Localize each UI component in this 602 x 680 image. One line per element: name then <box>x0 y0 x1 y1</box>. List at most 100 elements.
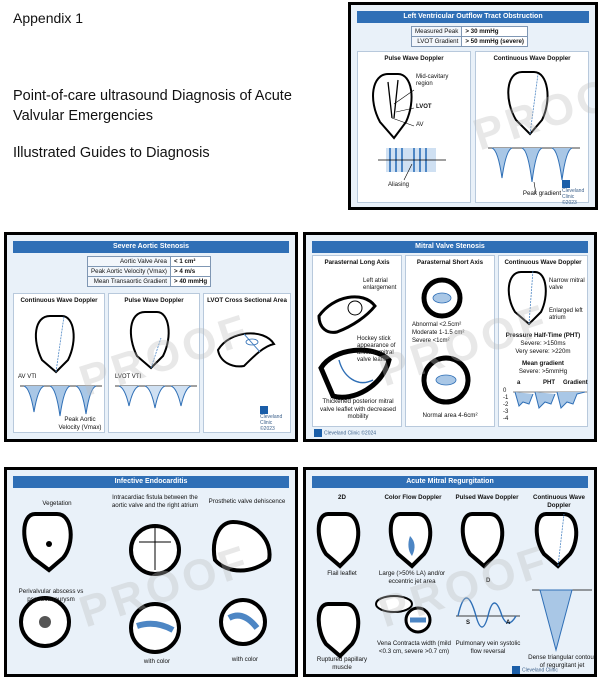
ruptured-papillary-label: Ruptured papillary muscle <box>316 656 368 671</box>
as-row-key: Mean Transaortic Gradient <box>87 276 171 287</box>
pht-title: Pressure Half-Time (PHT) <box>505 332 581 339</box>
as-row-key: Aortic Valve Area <box>87 256 171 267</box>
as-cwd-cell: Continuous Wave Doppler AV VTI Peak Aort… <box>13 293 105 433</box>
with-color-label: with color <box>143 658 171 665</box>
lvot-cross-section-icon <box>216 332 276 368</box>
thickened-leaflet-label: Thickened posterior mitral valve leaflet… <box>319 398 396 420</box>
document-heading: Point-of-care ultrasound Diagnosis of Ac… <box>13 88 292 124</box>
trace-label: Gradient <box>563 380 588 386</box>
lvoto-label: LVOT <box>416 104 432 110</box>
dehiscence-label: Prosthetic valve dehiscence <box>208 498 286 505</box>
plax-diagram-icon <box>317 295 392 400</box>
pv-reversal-label: Pulmonary vein systolic flow reversal <box>455 640 521 655</box>
enlarged-la-label: Enlarged left atrium <box>549 308 583 321</box>
as-pwd-cell: Pulse Wave Doppler LVOT VTI <box>108 293 200 433</box>
lvoto-label: AV <box>416 122 424 128</box>
as-row-value: > 40 mmHg <box>169 276 212 287</box>
dense-triangular-label: Dense triangular contour of regurgitant … <box>528 654 596 669</box>
ms-psax-title: Parasternal Short Axis <box>416 259 484 266</box>
mitral-regurgitation-diagrams-icon <box>316 512 592 659</box>
trace-label: PHT <box>543 380 555 386</box>
lvoto-row-value: > 30 mmHg <box>461 26 528 37</box>
mitral-regurgitation-panel: Acute Mitral Regurgitation 2D Color Flow… <box>303 467 597 677</box>
trace-label: a <box>517 380 521 386</box>
ms-grade: Abnormal <2.5cm² <box>412 322 462 328</box>
lvoto-cwd-cell: Continuous Wave Doppler Peak gradient Cl… <box>475 51 589 206</box>
heart-diagram-icon <box>488 71 580 195</box>
mitral-stenosis-panel: Mitral Valve Stenosis Parasternal Long A… <box>303 232 597 442</box>
ms-cwd-cell: Continuous Wave Doppler Narrow mitral va… <box>498 255 588 427</box>
jet-area-label: Large (>50% LA) and/or eccentric jet are… <box>378 570 446 585</box>
ms-grade: Moderate 1-1.5 cm² <box>412 330 465 336</box>
aliasing-label: Aliasing <box>388 182 410 188</box>
ms-plax-title: Parasternal Long Axis <box>324 259 390 266</box>
ms-plax-cell: Parasternal Long Axis Left atrial enlarg… <box>312 255 402 427</box>
lvoto-title: Left Ventricular Outflow Tract Obstructi… <box>357 11 589 23</box>
ms-cwd-title: Continuous Wave Doppler <box>504 259 582 266</box>
wave-label-a: A <box>506 620 511 626</box>
lvoto-pwd-cell: Pulse Wave Doppler Mid-cavitary region L… <box>357 51 471 203</box>
lvoto-label: Mid-cavitary region <box>416 74 449 87</box>
normal-area-label: Normal area 4-6cm² <box>422 412 478 419</box>
hockey-stick-label: Hockey stick appearance of anterior mitr… <box>357 336 396 363</box>
lvoto-row-key: LVOT Gradient <box>410 36 463 47</box>
pht-severe: Severe: >150ms <box>520 340 566 347</box>
amr-col-title: Continuous Wave Doppler <box>532 494 586 509</box>
amr-title: Acute Mitral Regurgitation <box>312 476 588 488</box>
endocarditis-diagrams-icon <box>19 512 272 654</box>
lvoto-panel: Left Ventricular Outflow Tract Obstructi… <box>348 2 598 210</box>
y-tick: -1 <box>503 395 509 401</box>
as-cwd-title: Continuous Wave Doppler <box>20 297 98 304</box>
vena-contracta-label: Vena Contracta width (mild <0.3 cm, seve… <box>377 640 451 655</box>
as-criteria-table: Aortic Valve Area< 1 cm² Peak Aortic Vel… <box>87 256 212 287</box>
flail-leaflet-label: Flail leaflet <box>327 570 357 577</box>
heart-diagram-icon <box>507 269 587 409</box>
ms-psax-cell: Parasternal Short Axis Abnormal <2.5cm² … <box>405 255 495 427</box>
heart-diagram-icon <box>115 311 197 409</box>
cleveland-clinic-footer: Cleveland Clinic ©2024 <box>314 429 376 437</box>
lvoto-criteria-table: Measured Peak> 30 mmHg LVOT Gradient> 50… <box>410 26 528 47</box>
fistula-label: Intracardiac fistula between the aortic … <box>111 494 199 509</box>
peak-gradient-label: Peak gradient <box>522 190 562 197</box>
narrow-valve-label: Narrow mitral valve <box>549 278 585 291</box>
endocarditis-panel: Infective Endocarditis Vegetation Intrac… <box>4 467 298 677</box>
lvot-vti-label: LVOT VTI <box>115 374 142 380</box>
amr-col-title: Color Flow Doppler <box>384 494 442 501</box>
pht-very-severe: Very severe: >220m <box>515 348 571 355</box>
y-tick: -4 <box>503 416 509 422</box>
vegetation-label: Vegetation <box>42 500 72 507</box>
y-tick: -2 <box>503 402 509 408</box>
heart-diagram-icon <box>20 315 102 417</box>
wave-label-s: S <box>466 620 471 626</box>
amr-col-title: 2D <box>338 494 346 501</box>
la-enlargement-label: Left atrial enlargement <box>363 278 397 291</box>
lvoto-cwd-title: Continuous Wave Doppler <box>493 55 571 62</box>
cleveland-clinic-footer: Cleveland Clinic <box>512 666 558 674</box>
as-row-key: Peak Aortic Velocity (Vmax) <box>87 266 171 277</box>
lvoto-row-value: > 50 mmHg (severe) <box>461 36 528 47</box>
mean-gradient-severe: Severe: >5mmHg <box>518 368 568 375</box>
y-tick: -3 <box>503 409 509 415</box>
as-pwd-title: Pulse Wave Doppler <box>124 297 184 304</box>
abscess-label: Perivalvular abscess vs pseudoaneurysm <box>18 588 84 603</box>
as-row-value: > 4 m/s <box>169 266 212 277</box>
peak-aortic-velocity-label: Peak Aortic Velocity (Vmax) <box>58 416 102 431</box>
as-row-value: < 1 cm² <box>169 256 212 267</box>
psax-diagram-icon <box>421 277 471 405</box>
amr-col-title: Pulsed Wave Doppler <box>455 494 519 501</box>
lvoto-row-key: Measured Peak <box>410 26 463 37</box>
ms-title: Mitral Valve Stenosis <box>312 241 588 253</box>
mean-gradient-title: Mean gradient <box>522 360 564 367</box>
as-title: Severe Aortic Stenosis <box>13 241 289 253</box>
av-vti-label: AV VTI <box>18 374 37 380</box>
document-subheading: Illustrated Guides to Diagnosis <box>13 145 210 161</box>
heart-diagram-icon <box>372 73 446 181</box>
aortic-stenosis-panel: Severe Aortic Stenosis Aortic Valve Area… <box>4 232 298 442</box>
as-lvot-title: LVOT Cross Sectional Area <box>207 297 287 304</box>
y-tick: 0 <box>503 388 507 394</box>
lvoto-pwd-title: Pulse Wave Doppler <box>384 55 444 62</box>
ms-grade: Severe <1cm² <box>412 338 450 344</box>
